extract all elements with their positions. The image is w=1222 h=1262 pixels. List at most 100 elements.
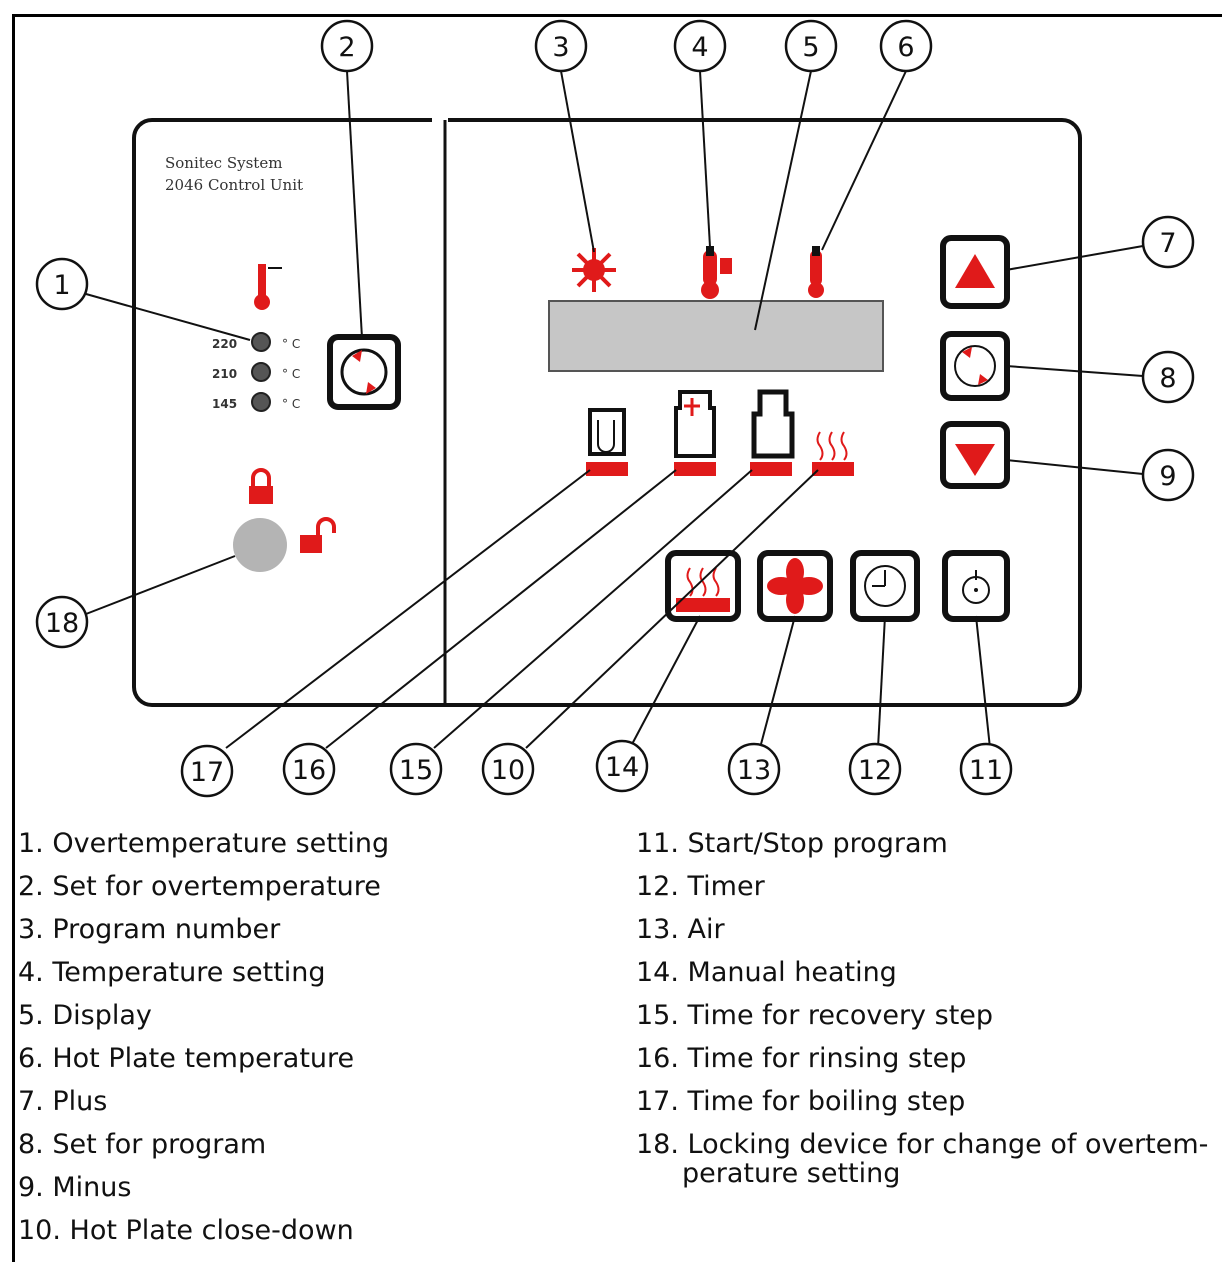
set-program-icon — [954, 345, 996, 387]
svg-text:3: 3 — [552, 32, 569, 63]
legend-item: 3. Program number — [18, 914, 281, 945]
svg-text:8: 8 — [1159, 363, 1176, 394]
thermometer-icon — [254, 264, 282, 310]
svg-text:4: 4 — [691, 32, 708, 63]
callout-15: 15 — [389, 742, 443, 796]
svg-text:18: 18 — [45, 608, 79, 639]
callout-12: 12 — [848, 742, 902, 796]
overtemp-dial[interactable] — [251, 332, 271, 352]
air-fan-icon — [767, 558, 823, 614]
legend-item: 4. Temperature setting — [18, 957, 326, 988]
legend-item: 15. Time for recovery step — [636, 1000, 994, 1031]
leader-lines — [85, 70, 1144, 749]
legend-item: 13. Air — [636, 914, 725, 945]
unlock-icon — [300, 517, 336, 553]
svg-text:13: 13 — [737, 755, 771, 786]
hotplate-closedown-icon[interactable] — [812, 431, 854, 476]
manual-heating-icon — [686, 567, 720, 597]
legend-left: 1. Overtemperature setting 2. Set for ov… — [18, 822, 389, 1252]
svg-text:16: 16 — [292, 755, 326, 786]
callout-9: 9 — [1141, 448, 1195, 502]
display — [548, 300, 884, 372]
callout-16: 16 — [282, 742, 336, 796]
callout-7: 7 — [1141, 215, 1195, 269]
svg-text:9: 9 — [1159, 461, 1176, 492]
boiling-step-icon[interactable] — [586, 408, 628, 476]
svg-text:17: 17 — [190, 757, 224, 788]
svg-text:12: 12 — [858, 755, 892, 786]
legend-item: 10. Hot Plate close-down — [18, 1215, 354, 1246]
legend-item: 14. Manual heating — [636, 957, 897, 988]
legend-item: 16. Time for rinsing step — [636, 1043, 967, 1074]
timer-icon — [864, 565, 906, 607]
legend-item: 7. Plus — [18, 1086, 108, 1117]
manual-heating-button[interactable] — [665, 550, 741, 622]
unit-label-line2: 2046 Control Unit — [165, 176, 303, 194]
callout-2: 2 — [320, 19, 374, 73]
callout-5: 5 — [784, 19, 838, 73]
callout-8: 8 — [1141, 350, 1195, 404]
unit-label-line1: Sonitec System — [165, 154, 282, 172]
legend-item: 12. Timer — [636, 871, 765, 902]
recovery-step-icon[interactable] — [750, 389, 795, 476]
legend-item: 18. Locking device for change of overtem… — [636, 1129, 1209, 1160]
overtemp-unit: ° C — [282, 367, 300, 381]
legend-item: 11. Start/Stop program — [636, 828, 948, 859]
legend-item: 2. Set for overtemperature — [18, 871, 381, 902]
legend-item-continuation: perature setting — [682, 1158, 901, 1189]
svg-text:5: 5 — [802, 32, 819, 63]
callout-1: 1 — [35, 257, 89, 311]
hotplate-temp-icon — [808, 246, 824, 298]
svg-text:7: 7 — [1159, 228, 1176, 259]
callout-3: 3 — [534, 19, 588, 73]
callout-6: 6 — [879, 19, 933, 73]
overtemp-value: 210 — [212, 367, 237, 381]
air-button[interactable] — [757, 550, 833, 622]
control-panel-outline — [132, 118, 1082, 707]
overtemp-dial[interactable] — [251, 362, 271, 382]
overtemp-value: 145 — [212, 397, 237, 411]
callout-17: 17 — [180, 744, 234, 798]
svg-text:6: 6 — [897, 32, 914, 63]
timer-button[interactable] — [850, 550, 920, 622]
callout-circles: 1 2 3 4 5 6 7 8 9 10 11 12 13 14 15 16 1… — [35, 19, 1195, 798]
callout-10: 10 — [481, 742, 535, 796]
svg-text:10: 10 — [491, 755, 525, 786]
svg-text:15: 15 — [399, 755, 433, 786]
legend-right: 11. Start/Stop program 12. Timer 13. Air… — [636, 822, 1208, 1195]
callout-18: 18 — [35, 595, 89, 649]
plus-icon — [955, 254, 995, 288]
set-program-button[interactable] — [940, 331, 1010, 401]
overtemp-value: 220 — [212, 337, 237, 351]
legend-item: 9. Minus — [18, 1172, 132, 1203]
svg-text:2: 2 — [338, 32, 355, 63]
overtemp-options: 220 ° C 210 ° C 145 ° C — [212, 332, 300, 412]
callout-11: 11 — [959, 742, 1013, 796]
overtemp-dial[interactable] — [251, 392, 271, 412]
legend-item: 5. Display — [18, 1000, 152, 1031]
set-overtemperature-button[interactable] — [327, 334, 401, 410]
svg-text:14: 14 — [605, 752, 639, 783]
rinsing-step-icon[interactable] — [674, 390, 716, 476]
overtemp-unit: ° C — [282, 337, 300, 351]
legend-item: 17. Time for boiling step — [636, 1086, 966, 1117]
control-unit-diagram: Sonitec System 2046 Control Unit 220 ° C… — [35, 19, 1195, 798]
legend-item: 6. Hot Plate temperature — [18, 1043, 355, 1074]
plus-button[interactable] — [940, 235, 1010, 309]
svg-text:11: 11 — [969, 755, 1003, 786]
program-star-icon — [572, 248, 616, 292]
lock-icon — [249, 468, 273, 504]
lock-key-switch[interactable] — [233, 518, 287, 572]
callout-13: 13 — [727, 742, 781, 796]
start-stop-button[interactable] — [942, 550, 1010, 622]
minus-icon — [955, 444, 995, 476]
minus-button[interactable] — [940, 421, 1010, 489]
callout-14: 14 — [595, 739, 649, 793]
overtemp-unit: ° C — [282, 397, 300, 411]
legend-item: 8. Set for program — [18, 1129, 267, 1160]
legend-item: 1. Overtemperature setting — [18, 828, 390, 859]
temp-setting-icon — [701, 246, 732, 299]
callout-4: 4 — [673, 19, 727, 73]
svg-text:1: 1 — [53, 270, 70, 301]
figure-frame — [12, 14, 1222, 1262]
